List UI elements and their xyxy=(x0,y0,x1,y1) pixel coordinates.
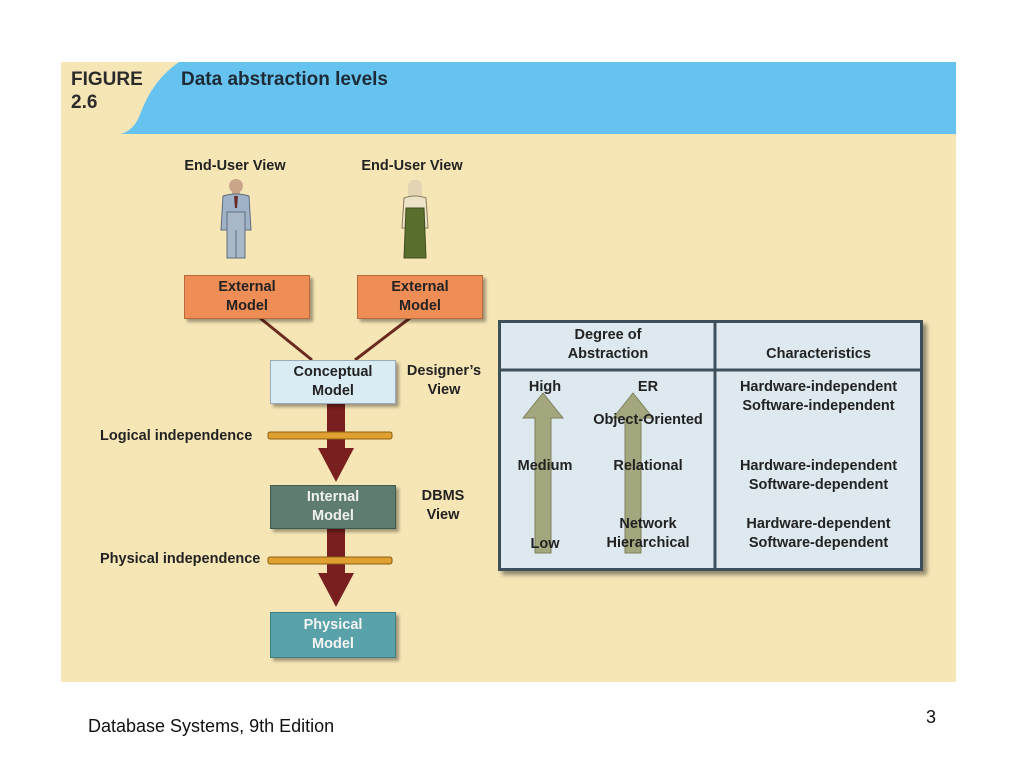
external-model-2-line2: Model xyxy=(399,298,441,314)
characteristics-row-2: Hardware-independent Software-dependent xyxy=(717,457,920,495)
characteristics-row-2-line2: Software-dependent xyxy=(748,477,889,493)
level-medium: Medium xyxy=(517,458,573,474)
dbms-view-line1: DBMS xyxy=(421,488,465,504)
characteristics-row-1-line1: Hardware-independent xyxy=(739,379,898,395)
model-object-oriented: Object-Oriented xyxy=(593,412,703,428)
female-user-icon xyxy=(401,180,429,259)
header-degree-line1: Degree of xyxy=(574,327,642,343)
arrow-head-logical xyxy=(318,448,354,482)
conceptual-model-line2: Model xyxy=(312,383,354,399)
characteristics-row-3-line2: Software-dependent xyxy=(748,535,889,551)
end-user-view-label-2: End-User View xyxy=(361,158,463,174)
physical-model-line1: Physical xyxy=(303,617,363,633)
physical-independence-label: Physical independence xyxy=(100,551,261,567)
model-er: ER xyxy=(637,379,659,395)
figure-label-tab xyxy=(61,62,179,134)
end-user-view-label-1: End-User View xyxy=(184,158,286,174)
abstraction-arrow-left-icon xyxy=(521,392,565,554)
figure-label-word: FIGURE xyxy=(71,69,143,90)
model-row-1: ER Object-Oriented xyxy=(585,378,711,430)
characteristics-row-1-line2: Software-independent xyxy=(742,398,895,414)
logical-independence-bar xyxy=(267,431,393,440)
dbms-view-label: DBMS View xyxy=(408,487,478,525)
arrow-head-physical xyxy=(318,573,354,607)
external-model-1-line1: External xyxy=(218,279,276,295)
characteristics-row-3-line1: Hardware-dependent xyxy=(746,516,891,532)
arrow-shaft-logical xyxy=(327,402,345,450)
internal-model-line2: Model xyxy=(312,508,354,524)
header-degree-line2: Abstraction xyxy=(567,346,649,362)
table-grid xyxy=(501,323,920,568)
logical-independence-label: Logical independence xyxy=(100,428,253,444)
characteristics-row-1: Hardware-independent Software-independen… xyxy=(717,378,920,416)
level-high: High xyxy=(528,379,562,395)
physical-model-line2: Model xyxy=(312,636,354,652)
connector-external-2 xyxy=(354,316,411,362)
arrow-shaft-physical xyxy=(327,527,345,575)
characteristics-row-3: Hardware-dependent Software-dependent xyxy=(717,515,920,553)
internal-model-line1: Internal xyxy=(306,489,360,505)
header-degree-of-abstraction: Degree of Abstraction xyxy=(501,326,715,364)
figure-header: FIGURE 2.6 Data abstraction levels xyxy=(61,62,956,134)
level-low: Low xyxy=(530,536,560,552)
figure-label: FIGURE 2.6 xyxy=(71,68,143,114)
page-number: 3 xyxy=(926,707,937,727)
header-characteristics: Characteristics xyxy=(766,346,871,362)
designer-view-line2: View xyxy=(427,382,461,398)
designer-view-label: Designer’s View xyxy=(400,362,488,400)
male-user-icon xyxy=(220,179,252,259)
characteristics-row-2-line1: Hardware-independent xyxy=(739,458,898,474)
conceptual-model-line1: Conceptual xyxy=(293,364,373,380)
physical-independence-bar xyxy=(267,556,393,565)
figure-number: 2.6 xyxy=(71,92,98,113)
footer-text: Database Systems, 9th Edition xyxy=(88,716,335,736)
external-model-2-line1: External xyxy=(391,279,449,295)
model-row-2: Relational xyxy=(585,457,711,476)
model-row-3: Network Hierarchical xyxy=(585,515,711,553)
connector-external-1 xyxy=(259,316,313,362)
model-hierarchical: Hierarchical xyxy=(606,535,690,551)
model-relational: Relational xyxy=(613,458,683,474)
abstraction-table: Degree of Abstraction Characteristics Hi… xyxy=(498,320,923,571)
external-model-1-line2: Model xyxy=(226,298,268,314)
figure-title: Data abstraction levels xyxy=(181,69,388,90)
abstraction-arrow-right-icon xyxy=(611,392,655,554)
model-network: Network xyxy=(619,516,677,532)
designer-view-line1: Designer’s xyxy=(406,363,482,379)
dbms-view-line2: View xyxy=(426,507,460,523)
